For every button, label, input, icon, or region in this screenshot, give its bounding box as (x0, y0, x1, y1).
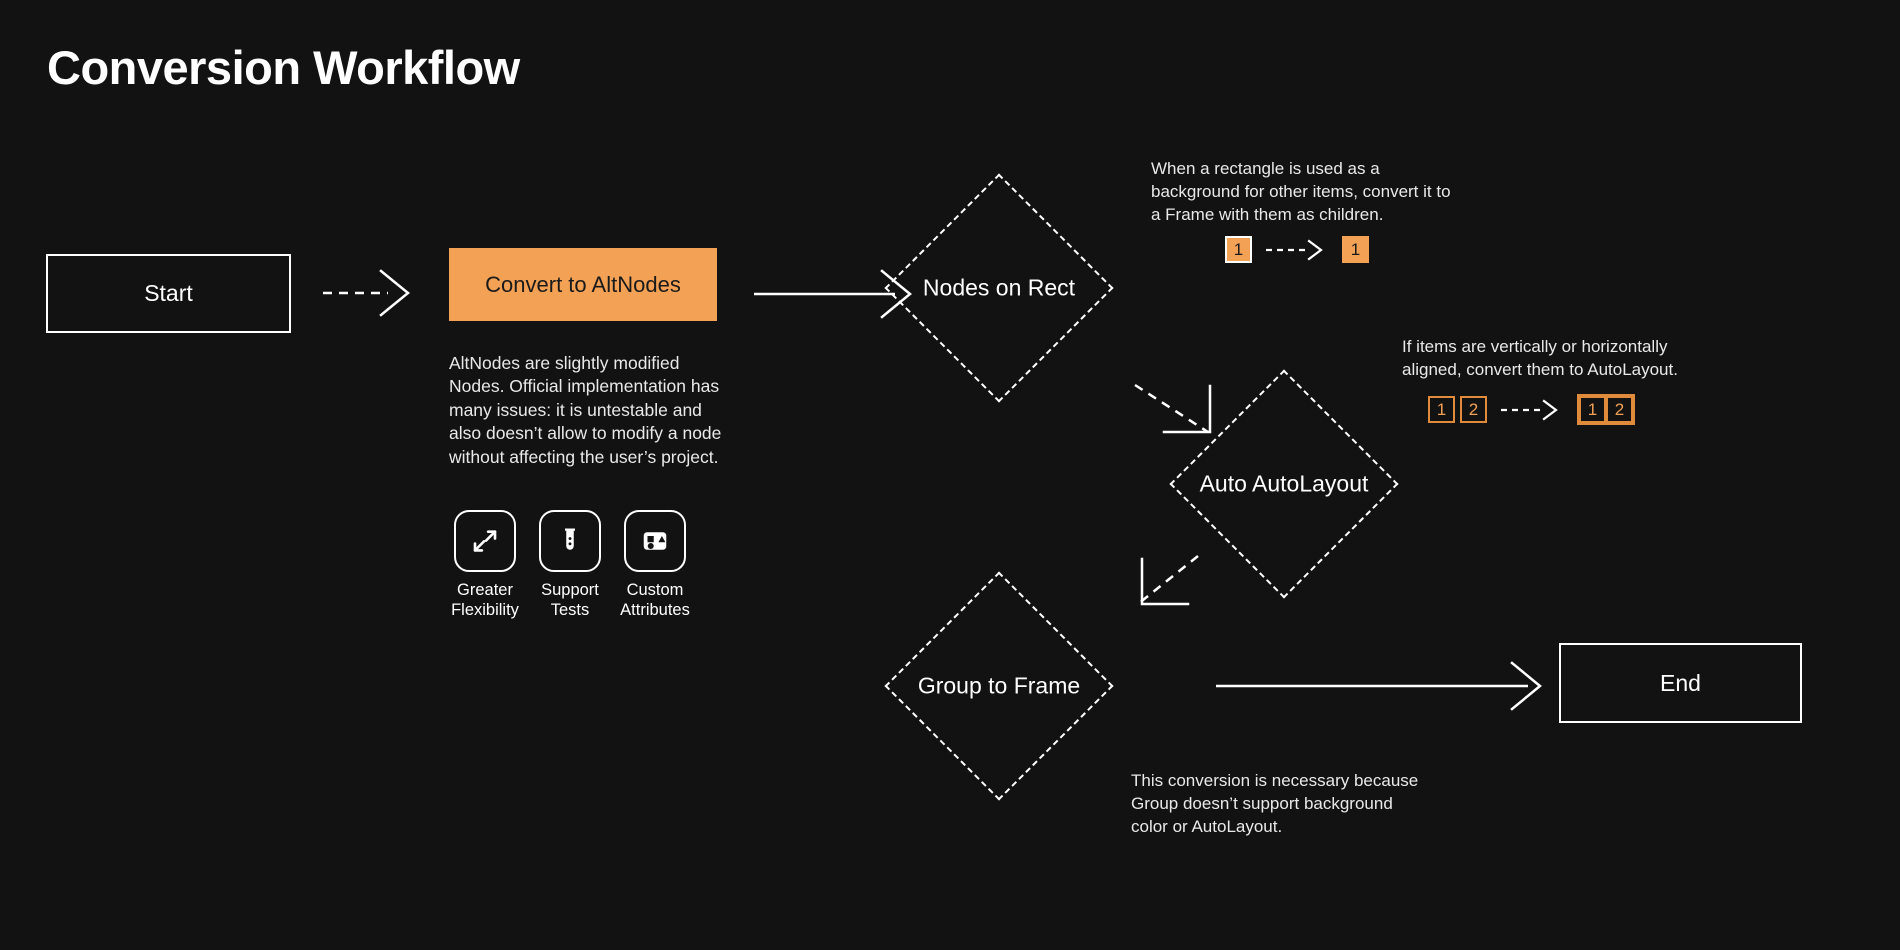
node-group-to-frame[interactable]: Group to Frame (884, 571, 1114, 801)
dashed-arrow-icon (1501, 398, 1558, 421)
badge-after-1: 1 (1579, 396, 1606, 423)
feature-support-tests[interactable]: Support Tests (537, 510, 603, 621)
feature-label: Custom Attributes (620, 581, 690, 621)
shapes-panel-icon (624, 510, 686, 572)
test-tube-icon (539, 510, 601, 572)
badge-after-group: 1 2 (1577, 394, 1635, 425)
note-auto-autolayout: If items are vertically or horizontally … (1402, 337, 1678, 379)
feature-label-line2: Attributes (620, 600, 690, 619)
feature-label-line2: Tests (550, 600, 590, 619)
note-group-to-frame: This conversion is necessary because Gro… (1131, 771, 1419, 836)
feature-label: Support Tests (541, 581, 599, 621)
note-nodes-on-rect: When a rectangle is used as a background… (1151, 159, 1451, 224)
feature-label-line1: Greater (457, 581, 513, 599)
feature-label-line2: Flexibility (451, 600, 519, 619)
node-start[interactable]: Start (46, 254, 291, 333)
feature-custom-attributes[interactable]: Custom Attributes (620, 510, 690, 621)
badge-before-1: 1 (1225, 236, 1252, 263)
node-start-label: Start (144, 280, 193, 306)
node-end-label: End (1660, 669, 1701, 696)
expand-arrows-icon (454, 510, 516, 572)
node-auto-autolayout-label: Auto AutoLayout (1199, 470, 1369, 497)
connector-convert-to-nodesonrect (754, 269, 912, 319)
node-nodes-on-rect-label: Nodes on Rect (922, 274, 1076, 301)
badge-before-2: 2 (1460, 396, 1487, 423)
badge-demo-nodes-on-rect: 1 1 (1225, 236, 1369, 263)
feature-list: Greater Flexibility Support Tests (451, 510, 690, 621)
badge-after-1: 1 (1342, 236, 1369, 263)
node-convert-to-altnodes[interactable]: Convert to AltNodes (449, 248, 717, 321)
node-auto-autolayout[interactable]: Auto AutoLayout (1169, 369, 1399, 599)
connector-grouptoframe-to-end (1216, 661, 1542, 711)
feature-label: Greater Flexibility (451, 581, 519, 621)
convert-description: AltNodes are slightly modified Nodes. Of… (449, 353, 722, 467)
connector-start-to-convert (323, 269, 410, 317)
node-convert-label: Convert to AltNodes (485, 271, 681, 297)
badge-after-2: 2 (1606, 396, 1633, 423)
connector-autolayout-to-grouptoframe (1137, 555, 1199, 606)
badge-before-1: 1 (1428, 396, 1455, 423)
node-end[interactable]: End (1559, 643, 1802, 723)
node-group-to-frame-label: Group to Frame (917, 672, 1081, 699)
dashed-arrow-icon (1266, 238, 1323, 261)
feature-label-line1: Custom (626, 581, 684, 599)
feature-label-line1: Support (541, 581, 599, 599)
badge-demo-auto-autolayout: 1 2 1 2 (1428, 394, 1635, 425)
connector-nodesonrect-to-autolayout (1134, 383, 1212, 434)
feature-greater-flexibility[interactable]: Greater Flexibility (451, 510, 519, 621)
node-nodes-on-rect[interactable]: Nodes on Rect (884, 173, 1114, 403)
page-title: Conversion Workflow (47, 41, 520, 94)
